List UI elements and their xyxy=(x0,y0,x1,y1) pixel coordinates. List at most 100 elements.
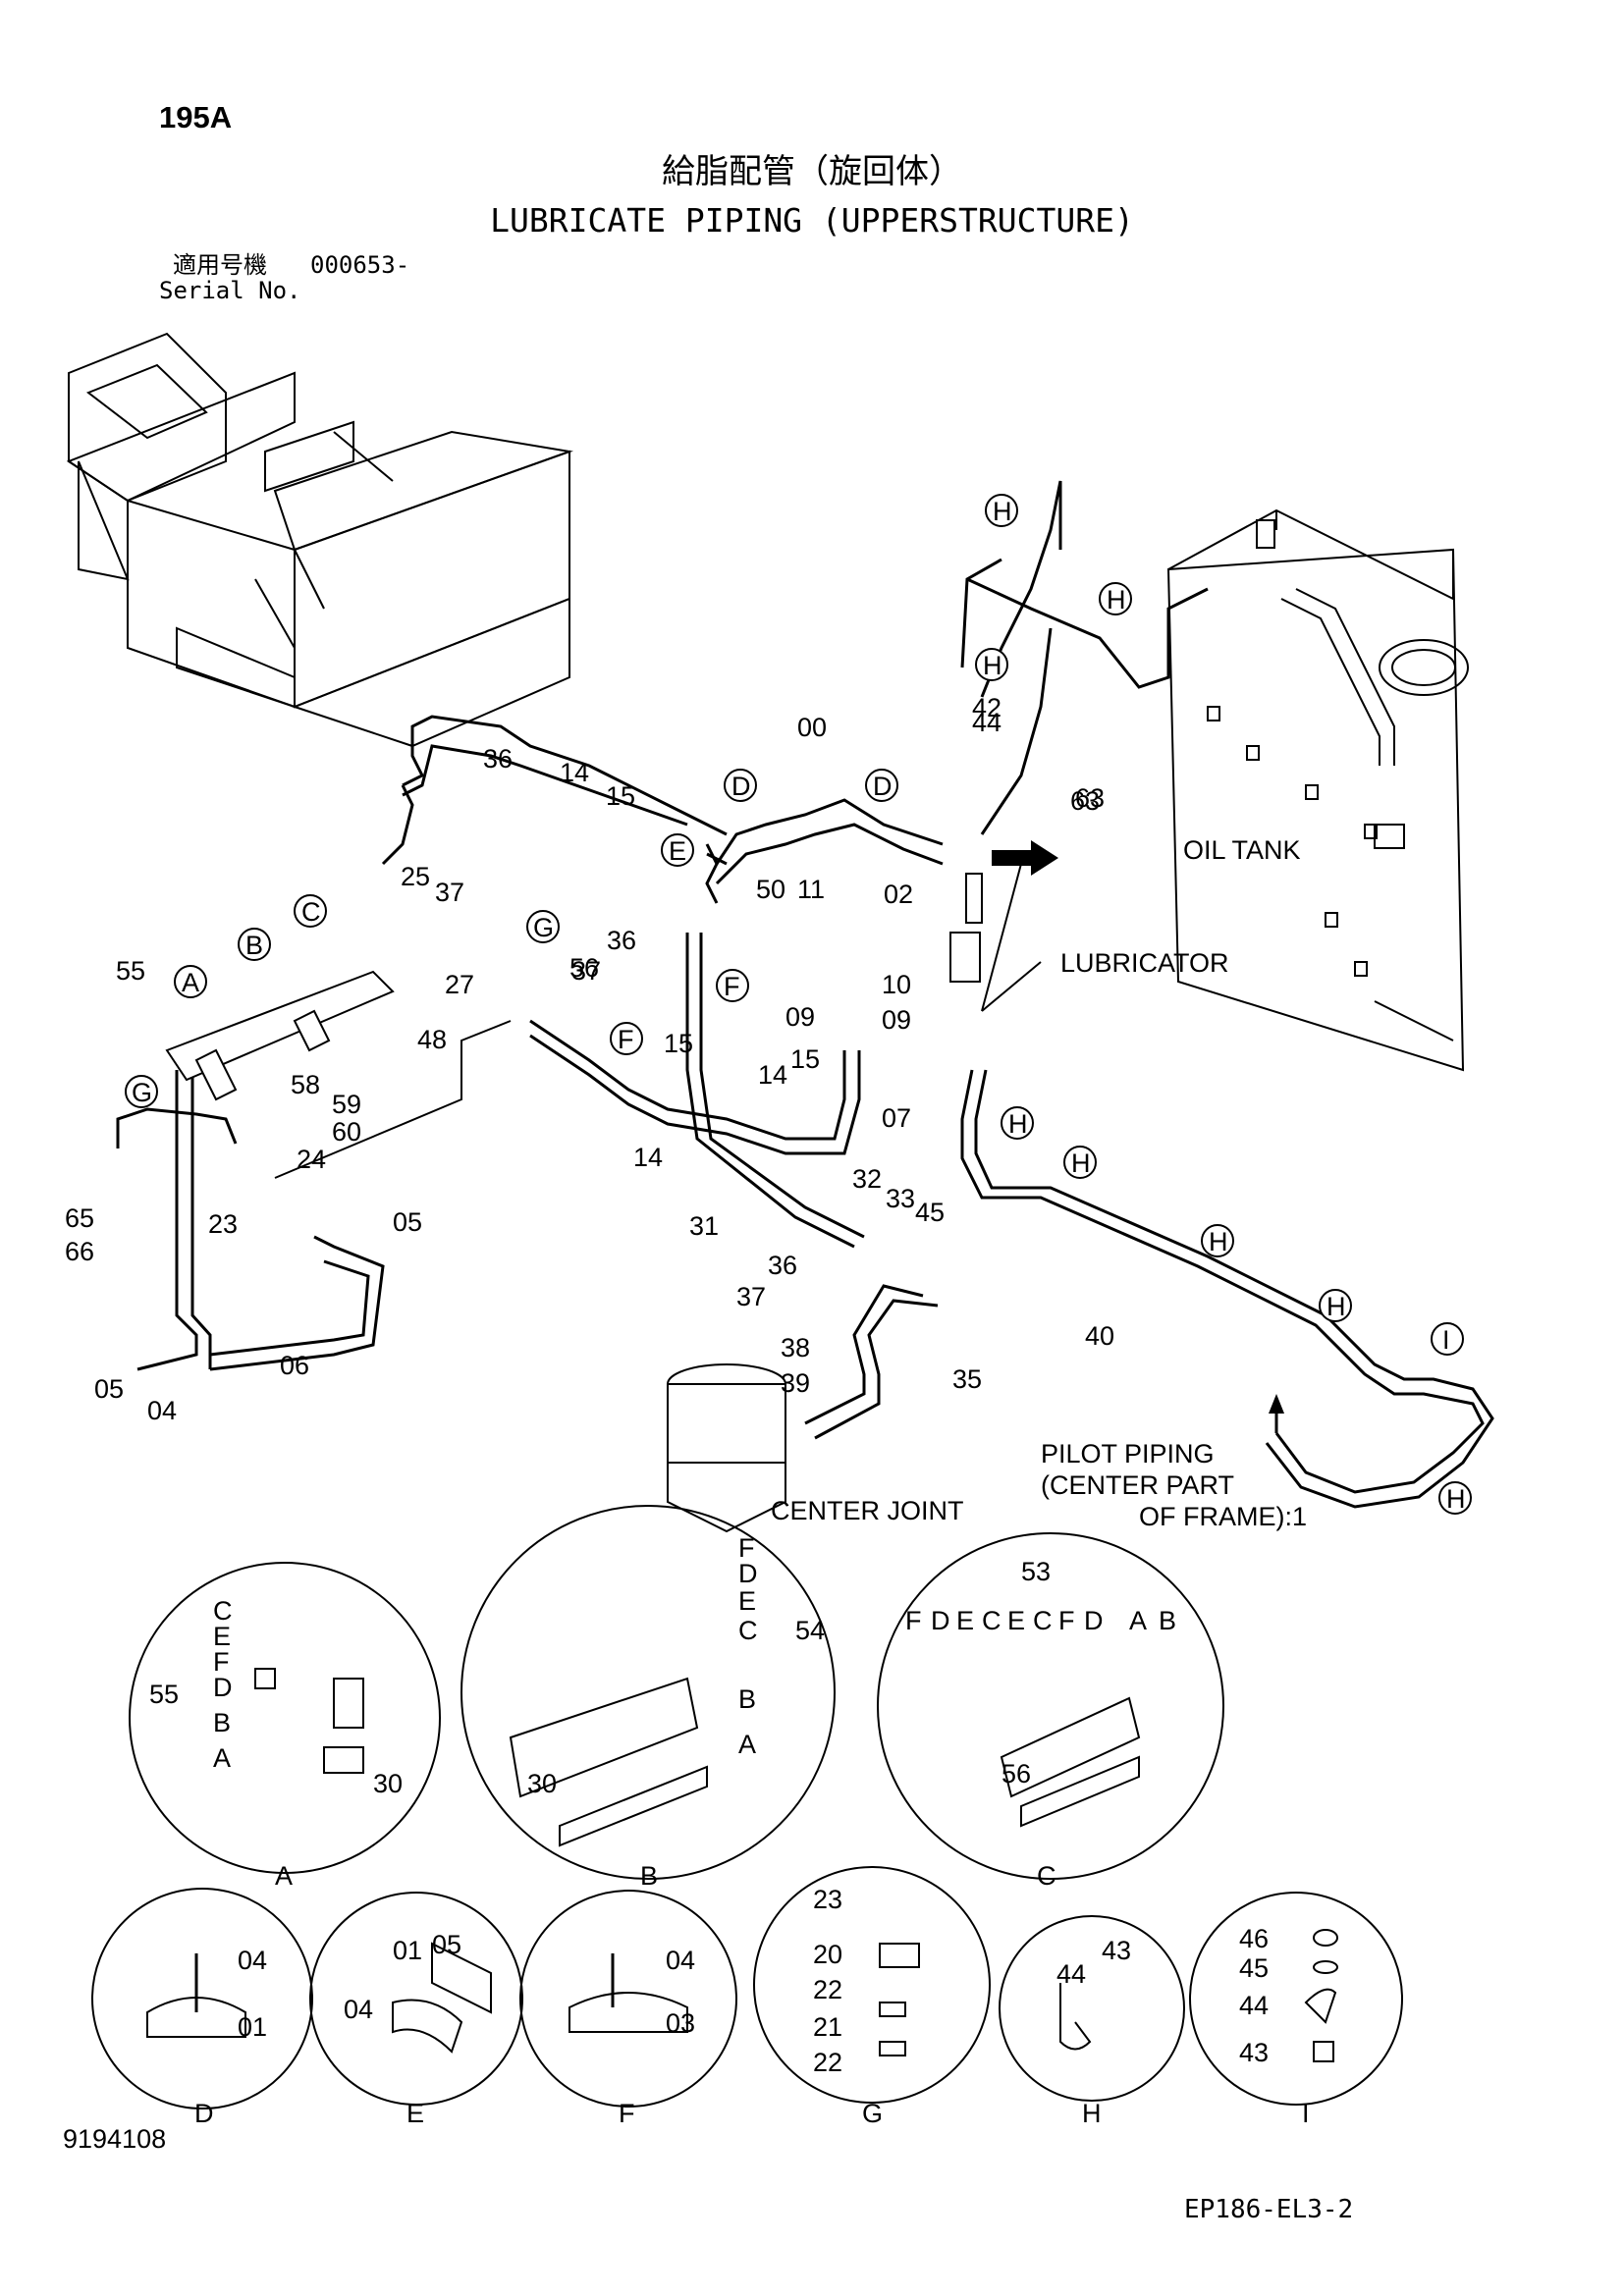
part-number: 07 xyxy=(882,1103,911,1133)
svg-text:G: G xyxy=(533,913,554,942)
serial-label-japanese: 適用号機 xyxy=(173,251,267,279)
detail-i-part: 44 xyxy=(1239,1991,1269,2020)
detail-f-part: 03 xyxy=(666,2008,695,2038)
callout-h: H xyxy=(985,494,1018,527)
callout-e: E xyxy=(661,833,694,867)
detail-i: 46 45 44 43 I xyxy=(1189,1892,1403,2128)
detail-c-tag: C xyxy=(1033,1606,1053,1635)
callout-h: H xyxy=(1438,1481,1472,1515)
part-number: 65 xyxy=(65,1203,94,1233)
pipe-routes xyxy=(116,480,1494,1509)
part-number: 10 xyxy=(882,970,911,999)
svg-text:H: H xyxy=(1107,585,1126,614)
part-number: 14 xyxy=(633,1143,663,1172)
machine-overview xyxy=(66,332,573,748)
part-number: 25 xyxy=(401,862,430,891)
detail-h-part: 43 xyxy=(1102,1936,1131,1965)
part-number: 63 xyxy=(1075,783,1105,813)
detail-a-tag: D xyxy=(213,1673,233,1702)
detail-a-part: 55 xyxy=(149,1680,179,1709)
svg-text:H: H xyxy=(1209,1227,1228,1256)
part-number: 35 xyxy=(952,1364,982,1394)
svg-text:C: C xyxy=(301,897,321,927)
callout-f: F xyxy=(610,1022,643,1055)
svg-text:H: H xyxy=(1446,1484,1466,1514)
part-number: 56 xyxy=(569,953,599,983)
detail-e-part: 04 xyxy=(344,1995,373,2024)
part-number: 36 xyxy=(607,926,636,955)
part-number: 15 xyxy=(664,1029,693,1058)
detail-b-part: 54 xyxy=(795,1616,825,1645)
svg-text:E: E xyxy=(669,836,686,866)
part-number: 37 xyxy=(435,878,464,907)
callout-a: A xyxy=(174,965,207,998)
detail-g-part: 22 xyxy=(813,1975,842,2004)
part-number: 14 xyxy=(560,758,589,787)
svg-text:A: A xyxy=(182,968,199,997)
callout-d: D xyxy=(724,769,757,802)
center-joint: CENTER JOINT xyxy=(667,1363,964,1533)
callout-h: H xyxy=(975,648,1008,681)
part-number: 24 xyxy=(297,1145,326,1174)
detail-g-part: 21 xyxy=(813,2012,842,2042)
detail-e-part: 01 xyxy=(393,1936,422,1965)
callout-h: H xyxy=(1319,1289,1352,1322)
callout-c: C xyxy=(294,894,327,928)
svg-text:I: I xyxy=(1442,1325,1450,1355)
detail-h-label: H xyxy=(1082,2099,1102,2128)
callout-g: G xyxy=(125,1075,158,1108)
part-number: 63 xyxy=(1070,786,1100,816)
callout-b: B xyxy=(238,928,271,961)
part-number: 09 xyxy=(882,1005,911,1035)
serial-value: 000653- xyxy=(310,251,410,279)
part-number: 58 xyxy=(291,1070,320,1099)
svg-text:D: D xyxy=(873,772,893,801)
detail-a-label: A xyxy=(275,1861,293,1891)
detail-c-part: 56 xyxy=(1001,1759,1031,1789)
detail-g-part: 22 xyxy=(813,2048,842,2077)
detail-b-label: B xyxy=(640,1861,658,1891)
part-number: 11 xyxy=(797,875,825,904)
detail-c-tag: C xyxy=(982,1606,1001,1635)
detail-b-tag: C xyxy=(738,1616,758,1645)
part-number: 32 xyxy=(852,1164,882,1194)
part-number: 02 xyxy=(884,880,913,909)
oil-tank xyxy=(1166,508,1469,1072)
svg-text:B: B xyxy=(245,931,263,960)
detail-b: F D E C 54 B A 30 B xyxy=(460,1505,836,1891)
part-number: 15 xyxy=(606,781,635,811)
detail-e-label: E xyxy=(406,2099,424,2128)
detail-d-label: D xyxy=(194,2099,214,2128)
detail-c: 53 F D E C E C F D A B 56 C xyxy=(877,1532,1224,1891)
detail-g-part: 20 xyxy=(813,1940,842,1969)
svg-text:H: H xyxy=(1326,1292,1346,1321)
part-number: 00 xyxy=(797,713,827,742)
pilot-piping-label-2: (CENTER PART xyxy=(1041,1470,1234,1500)
part-number: 66 xyxy=(65,1237,94,1266)
detail-i-part: 43 xyxy=(1239,2038,1269,2067)
detail-a-tag: E xyxy=(213,1622,231,1651)
part-number: 05 xyxy=(94,1374,124,1404)
lube-distributor-blocks xyxy=(165,970,395,1101)
detail-b-tag: E xyxy=(738,1586,756,1616)
part-number: 45 xyxy=(915,1198,945,1227)
part-number: 50 xyxy=(756,875,785,904)
detail-c-tag: D xyxy=(1084,1606,1104,1635)
serial-label-english: Serial No. xyxy=(159,277,301,304)
callout-h: H xyxy=(1099,582,1132,615)
detail-c-tag: B xyxy=(1159,1606,1176,1635)
detail-c-tag: A xyxy=(1129,1606,1147,1635)
svg-text:F: F xyxy=(618,1025,634,1054)
detail-a-part: 30 xyxy=(373,1769,403,1798)
document-number: 9194108 xyxy=(63,2124,167,2154)
center-joint-label: CENTER JOINT xyxy=(771,1496,964,1525)
detail-i-part: 45 xyxy=(1239,1953,1269,1983)
detail-e-part: 05 xyxy=(432,1930,461,1959)
detail-f: 04 03 F xyxy=(519,1890,737,2128)
svg-text:F: F xyxy=(724,972,740,1001)
svg-text:G: G xyxy=(132,1078,152,1107)
part-number: 59 xyxy=(332,1090,361,1119)
svg-text:H: H xyxy=(1071,1148,1091,1178)
pilot-piping-label-1: PILOT PIPING xyxy=(1041,1439,1215,1468)
detail-b-tag: A xyxy=(738,1730,756,1759)
